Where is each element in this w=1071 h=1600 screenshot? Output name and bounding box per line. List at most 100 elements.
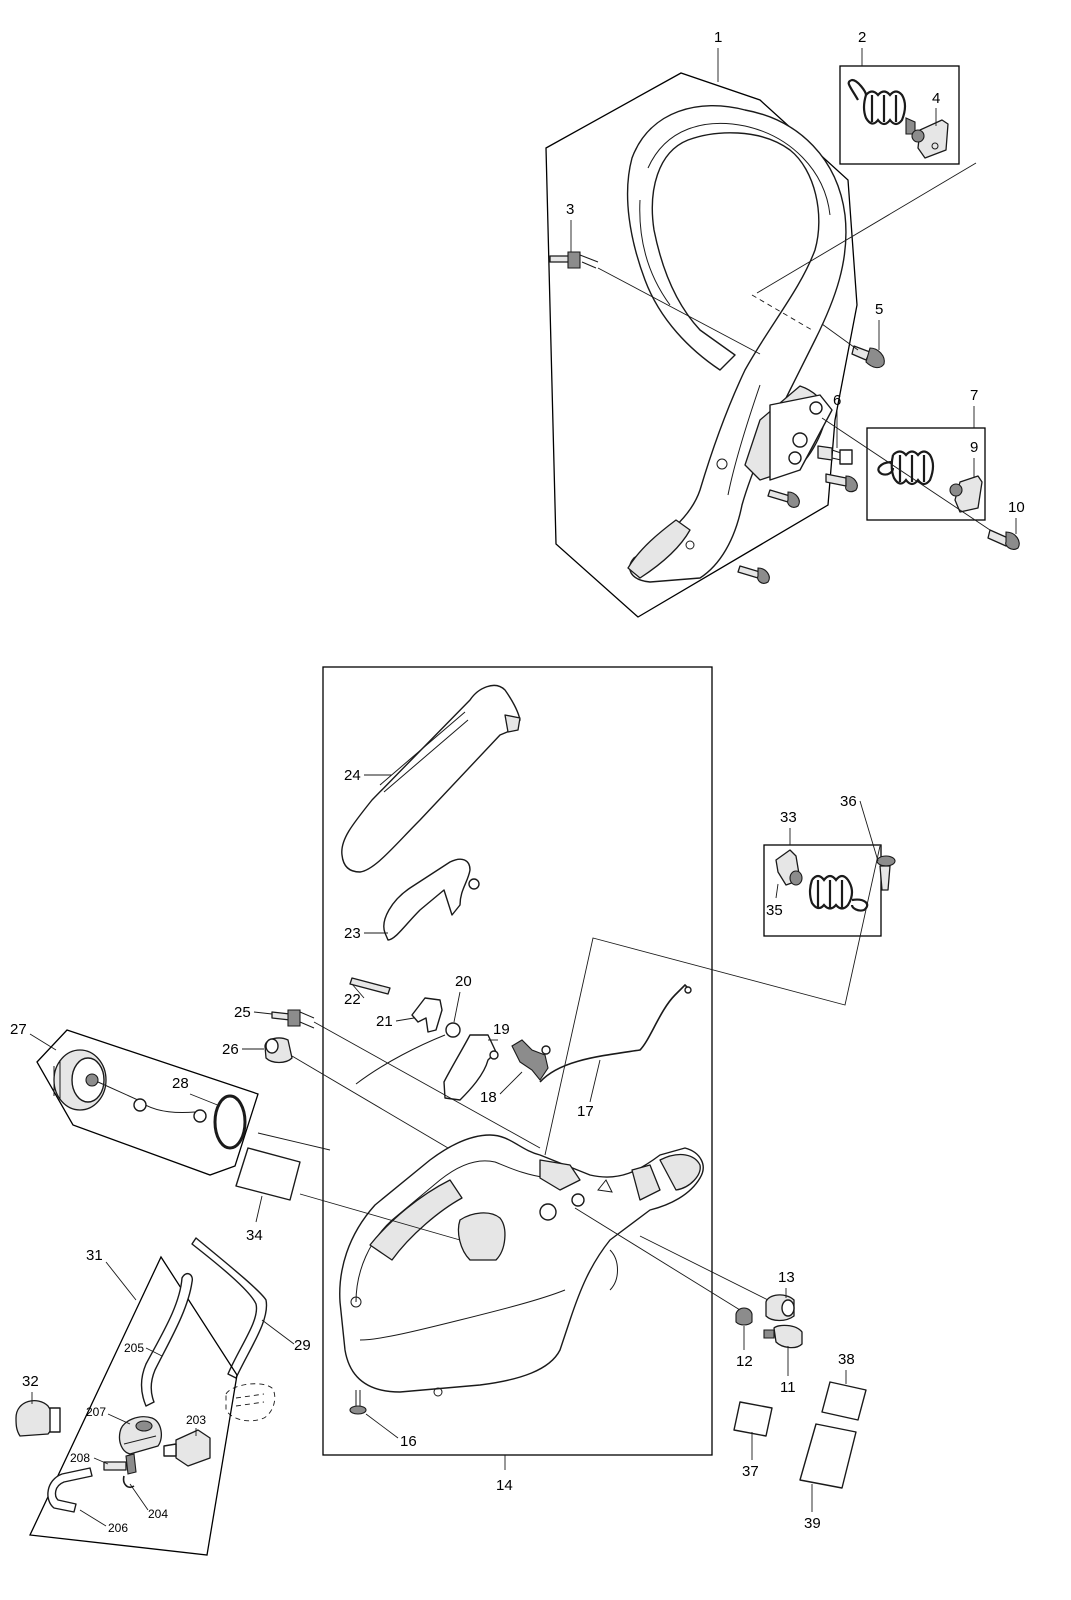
cap-12 (735, 1307, 753, 1326)
bolt-low (737, 565, 770, 584)
callout-19: 19 (493, 1021, 510, 1038)
callout-31: 31 (86, 1247, 103, 1264)
leader-208 (93, 1457, 109, 1465)
callout-32: 32 (22, 1373, 39, 1390)
leader-27-to-housing (257, 1132, 331, 1151)
screw-16 (349, 1390, 367, 1415)
label-34 (235, 1147, 301, 1201)
callout-22: 22 (344, 991, 361, 1008)
spring-kit-box-right (866, 427, 986, 521)
label-37 (733, 1401, 773, 1437)
callout-25: 25 (234, 1004, 251, 1021)
anti-vibration-mount-9 (949, 475, 983, 513)
callout-23: 23 (344, 925, 361, 942)
screw-25 (271, 1009, 315, 1029)
throttle-lockout-23 (383, 858, 480, 941)
lever-18 (511, 1039, 551, 1081)
leader-21 (395, 1017, 415, 1022)
leader-36 (859, 800, 879, 862)
callout-35: 35 (766, 902, 783, 919)
hose-206 (47, 1467, 93, 1513)
rear-handle-group: 24 23 20 22 21 19 18 17 25 26 27 28 34 3… (10, 666, 896, 1556)
callout-14: 14 (496, 1477, 513, 1494)
callout-3: 3 (566, 201, 574, 218)
leader-26 (291, 1055, 449, 1149)
bolt-10 (987, 529, 1020, 550)
callout-39: 39 (804, 1515, 821, 1532)
callout-11: 11 (780, 1379, 796, 1396)
bolt-mid-b (767, 489, 800, 508)
leader-204 (129, 1483, 149, 1511)
callout-36: 36 (840, 793, 857, 810)
callout-20: 20 (455, 973, 472, 990)
bushing-13 (765, 1294, 795, 1322)
callout-21: 21 (376, 1013, 393, 1030)
leader-22 (351, 983, 365, 999)
leader-5 (821, 323, 859, 351)
leader-13 (639, 1235, 769, 1301)
callout-27: 27 (10, 1021, 27, 1038)
callout-205: 205 (124, 1341, 144, 1355)
leader-25 (313, 1021, 541, 1149)
callout-28: 28 (172, 1075, 189, 1092)
leader-17 (589, 1059, 601, 1103)
callout-12: 12 (736, 1353, 753, 1370)
callout-208: 208 (70, 1451, 90, 1465)
mount-35 (775, 849, 803, 886)
fuel-hose-29 (191, 1237, 268, 1379)
leader-34-short (255, 1195, 263, 1223)
leader-27 (29, 1033, 57, 1051)
rear-handle-box (322, 666, 713, 1456)
callout-17: 17 (577, 1103, 594, 1120)
callout-13: 13 (778, 1269, 795, 1286)
leader-207 (107, 1413, 131, 1425)
cable-end (684, 986, 692, 994)
callout-29: 29 (294, 1337, 311, 1354)
leader-25-short (253, 1011, 273, 1015)
handle-cover-24 (341, 684, 521, 873)
leader-35 (775, 883, 779, 899)
front-handle-group-outline (545, 72, 858, 618)
leader-7-to-10 (821, 417, 991, 531)
clip-204 (122, 1475, 135, 1489)
spring-2 (847, 78, 916, 135)
callout-5: 5 (875, 301, 883, 318)
label-39 (799, 1423, 857, 1489)
callout-206: 206 (108, 1521, 128, 1535)
callout-204: 204 (148, 1507, 168, 1521)
callout-7: 7 (970, 387, 978, 404)
grommet-dashed (225, 1383, 276, 1422)
front-handle-group: 1 2 4 3 5 6 7 9 10 (545, 29, 1025, 618)
callout-203: 203 (186, 1413, 206, 1427)
callout-2: 2 (858, 29, 866, 46)
leader-34 (299, 1193, 461, 1241)
fuel-kit-box (29, 1255, 238, 1556)
callout-18: 18 (480, 1089, 497, 1106)
callout-24: 24 (344, 767, 361, 784)
mount-reference-dashed (751, 294, 813, 331)
anti-vibration-mount-4 (911, 119, 949, 159)
leader-20 (453, 991, 461, 1023)
callout-34: 34 (246, 1227, 263, 1244)
throttle-trigger-19 (443, 1034, 499, 1101)
callout-37: 37 (742, 1463, 759, 1480)
o-ring-28 (213, 1094, 247, 1150)
bolt-6 (817, 445, 853, 465)
callout-207: 207 (86, 1405, 106, 1419)
callout-38: 38 (838, 1351, 855, 1368)
fuel-cap-27 (53, 1049, 207, 1123)
trigger-21 (411, 997, 443, 1033)
screw-36 (876, 855, 896, 891)
front-handle-bar (626, 104, 847, 583)
leader-29 (261, 1319, 295, 1345)
callout-16: 16 (400, 1433, 417, 1450)
bolt-11 (763, 1324, 803, 1349)
callout-33: 33 (780, 809, 797, 826)
valve-207 (118, 1416, 163, 1455)
leader-12 (574, 1207, 741, 1311)
primer-bulb-32 (15, 1400, 61, 1437)
spring-kit-box-top (839, 65, 960, 165)
callout-10: 10 (1008, 499, 1025, 516)
